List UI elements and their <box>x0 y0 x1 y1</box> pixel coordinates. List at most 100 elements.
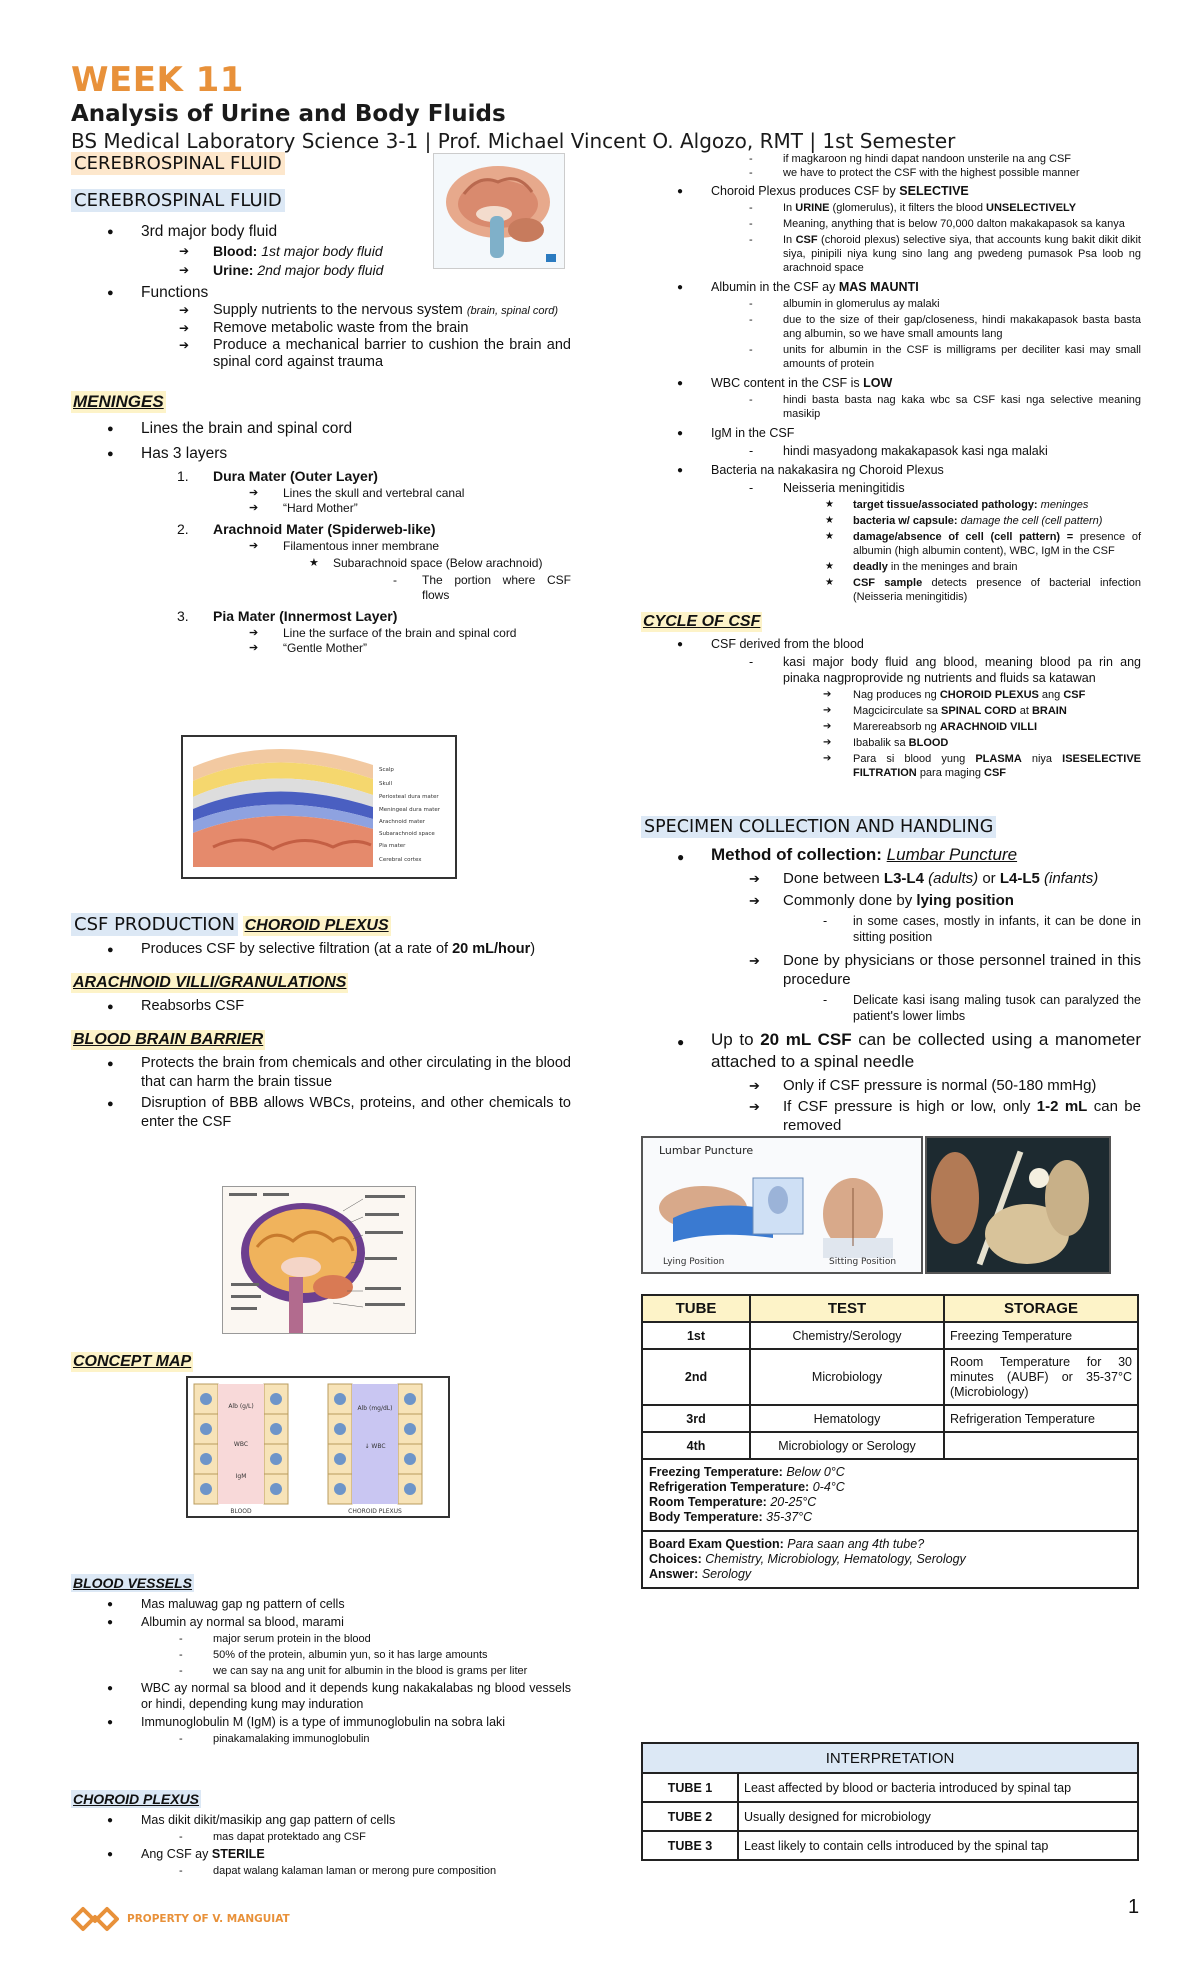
course-title: Analysis of Urine and Body Fluids <box>71 101 506 127</box>
list-item: target tissue/associated pathology: meni… <box>641 498 1141 512</box>
left-column-lower: CSF PRODUCTION CHOROID PLEXUS Produces C… <box>71 898 571 1132</box>
list-item: Choroid Plexus produces CSF by SELECTIVE <box>641 183 1141 200</box>
table-cell <box>943 1431 1139 1460</box>
list-item: in some cases, mostly in infants, it can… <box>641 913 1141 945</box>
section-title-bbb: BLOOD BRAIN BARRIER <box>71 1030 266 1050</box>
table-cell: 4th <box>641 1431 751 1460</box>
section-title-choroid: CHOROID PLEXUS <box>242 916 391 936</box>
list-item: In URINE (glomerulus), it filters the bl… <box>641 201 1141 215</box>
table-row: 3rd Hematology Refrigeration Temperature <box>641 1404 1139 1433</box>
list-item: Reabsorbs CSF <box>71 997 571 1017</box>
section-title-blood-vessels: BLOOD VESSELS <box>71 1574 195 1592</box>
list-item: damage/absence of cell (cell pattern) = … <box>641 530 1141 558</box>
list-item: Magcicirculate sa SPINAL CORD at BRAIN <box>641 704 1141 718</box>
cm-label: CHOROID PLEXUS <box>348 1508 402 1515</box>
right-column: if magkaroon ng hindi dapat nandoon unst… <box>641 152 1141 780</box>
table-cell: Microbiology or Serology <box>749 1431 945 1460</box>
list-item: Produces CSF by selective filtration (at… <box>71 940 571 960</box>
list-item: 3.Pia Mater (Innermost Layer) <box>177 608 398 624</box>
list-item: Protects the brain from chemicals and ot… <box>71 1054 571 1092</box>
table-cell: 2nd <box>641 1348 751 1406</box>
list-item: Neisseria meningitidis <box>641 480 1141 496</box>
table-row: 1st Chemistry/Serology Freezing Temperat… <box>641 1321 1139 1350</box>
table-cell: TUBE 3 <box>641 1830 739 1861</box>
cm-label: WBC <box>234 1441 248 1448</box>
list-item: CSF sample detects presence of bacterial… <box>641 576 1141 604</box>
section-title-arachnoid-villi: ARACHNOID VILLI/GRANULATIONS <box>71 973 349 993</box>
list-item: Para si blood yung PLASMA niya ISESELECT… <box>641 752 1141 780</box>
list-item: Lines the brain and spinal cord <box>71 419 571 439</box>
list-item: hindi masyadong makakapasok kasi nga mal… <box>641 443 1141 459</box>
list-item: Method of collection: Lumbar Puncture <box>641 844 1141 868</box>
cm-label: Alb (mg/dL) <box>358 1405 393 1412</box>
table-row: TUBE 2 Usually designed for microbiology <box>641 1801 1139 1832</box>
fig-label: Cerebral cortex <box>379 857 422 863</box>
list-item: 50% of the protein, albumin yun, so it h… <box>71 1648 571 1662</box>
list-item: WBC ay normal sa blood and it depends ku… <box>71 1680 571 1712</box>
table-header: TEST <box>749 1294 945 1323</box>
table-cell: Chemistry/Serology <box>749 1321 945 1350</box>
fig-label: Periosteal dura mater <box>379 794 439 800</box>
table-cell: Freezing Temperature <box>943 1321 1139 1350</box>
list-item: Urine: 2nd major body fluid <box>71 262 571 279</box>
table-header-row: INTERPRETATION <box>641 1742 1139 1774</box>
list-item: Immunoglobulin M (IgM) is a type of immu… <box>71 1714 571 1731</box>
list-item: Bacteria na nakakasira ng Choroid Plexus <box>641 462 1141 479</box>
page-header: WEEK 11 Analysis of Urine and Body Fluid… <box>71 60 1131 154</box>
lp-title: Lumbar Puncture <box>659 1144 753 1157</box>
footer-logo: PROPERTY OF V. MANGUIAT <box>71 1906 290 1932</box>
fig-label: Scalp <box>379 767 394 773</box>
list-item: Done between L3-L4 (adults) or L4-L5 (in… <box>641 869 1141 888</box>
specimen-section: SPECIMEN COLLECTION AND HANDLING Method … <box>641 816 1141 1135</box>
list-item: Filamentous inner membrane <box>71 539 571 554</box>
temp-line: Room Temperature: 20-25°C <box>649 1495 817 1509</box>
concept-map-figure: Alb (g/L) WBC IgM Alb (mg/dL) ↓ WBC BLOO… <box>186 1376 450 1518</box>
list-item: Meaning, anything that is below 70,000 d… <box>641 217 1141 231</box>
week-label: WEEK 11 <box>71 60 244 100</box>
list-item: pinakamalaking immunoglobulin <box>71 1732 571 1746</box>
fig-label: Meningeal dura mater <box>379 807 441 813</box>
section-title-csf-production: CSF PRODUCTION <box>71 913 239 936</box>
interpretation-wrap: INTERPRETATION TUBE 1 Least affected by … <box>641 1742 1139 1861</box>
table-cell: Room Temperature for 30 minutes (AUBF) o… <box>943 1348 1139 1406</box>
section-title-csf: CEREBROSPINAL FLUID <box>71 189 285 212</box>
table-cell: TUBE 2 <box>641 1801 739 1832</box>
list-item: WBC content in the CSF is LOW <box>641 375 1141 392</box>
tube-table: TUBE TEST STORAGE 1st Chemistry/Serology… <box>641 1294 1139 1460</box>
board-question: Board Exam Question: Para saan ang 4th t… <box>649 1537 925 1551</box>
list-item: Marereabsorb ng ARACHNOID VILLI <box>641 720 1141 734</box>
lp-lying: Lying Position <box>663 1257 724 1267</box>
list-item: Remove metabolic waste from the brain <box>71 320 571 337</box>
list-item: Commonly done by lying position <box>641 891 1141 910</box>
temp-line: Body Temperature: 35-37°C <box>649 1510 813 1524</box>
table-row: TUBE 1 Least affected by blood or bacter… <box>641 1772 1139 1803</box>
table-cell: Least affected by blood or bacteria intr… <box>737 1772 1139 1803</box>
list-item: 2.Arachnoid Mater (Spiderweb-like) <box>177 521 436 537</box>
table-header: STORAGE <box>943 1294 1139 1323</box>
list-item: The portion where CSF flows <box>71 573 571 603</box>
list-item: Albumin ay normal sa blood, marami <box>71 1614 571 1631</box>
list-item: In CSF (choroid plexus) selective siya, … <box>641 233 1141 275</box>
list-item: Functions <box>71 283 571 303</box>
list-item: Blood: 1st major body fluid <box>71 243 571 260</box>
list-item: Delicate kasi isang maling tusok can par… <box>641 992 1141 1024</box>
list-item: Ang CSF ay STERILE <box>71 1846 571 1863</box>
list-item: IgM in the CSF <box>641 425 1141 442</box>
list-item: 1.Dura Mater (Outer Layer) <box>177 468 378 484</box>
table-cell: 3rd <box>641 1404 751 1433</box>
table-header: INTERPRETATION <box>641 1742 1139 1774</box>
list-item: If CSF pressure is high or low, only 1-2… <box>641 1097 1141 1135</box>
cm-label: Alb (g/L) <box>228 1403 253 1410</box>
choroid-plexus-section: CHOROID PLEXUS Mas dikit dikit/masikip a… <box>71 1790 571 1878</box>
table-row: TUBE 3 Least likely to contain cells int… <box>641 1830 1139 1861</box>
section-title-concept-map: CONCEPT MAP <box>71 1352 194 1372</box>
list-item: Mas maluwag gap ng pattern of cells <box>71 1596 571 1613</box>
list-item: mas dapat protektado ang CSF <box>71 1830 571 1844</box>
list-item: Subarachnoid space (Below arachnoid) <box>71 556 571 571</box>
board-choices: Choices: Chemistry, Microbiology, Hemato… <box>649 1552 966 1566</box>
list-item: albumin in glomerulus ay malaki <box>641 297 1141 311</box>
table-cell: Usually designed for microbiology <box>737 1801 1139 1832</box>
table-cell: 1st <box>641 1321 751 1350</box>
tube-table-wrap: TUBE TEST STORAGE 1st Chemistry/Serology… <box>641 1294 1139 1589</box>
list-item: Produce a mechanical barrier to cushion … <box>71 337 571 371</box>
